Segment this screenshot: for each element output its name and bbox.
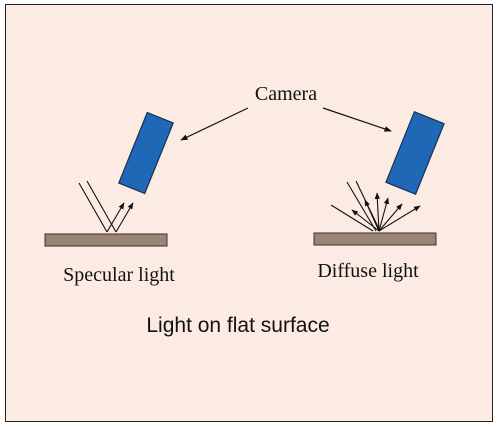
camera-pointer-left-arrow [180, 107, 249, 141]
specular-surface [44, 233, 168, 247]
diffuse-light-label: Diffuse light [317, 260, 419, 282]
diffuse-surface [313, 232, 437, 246]
specular-light-label: Specular light [63, 264, 175, 286]
diagram-caption: Light on flat surface [146, 314, 329, 337]
specular-rays [78, 180, 134, 233]
camera-pointer-right-arrow [322, 107, 392, 132]
camera-left-icon [118, 111, 174, 195]
camera-label: Camera [255, 83, 317, 105]
diagram-frame [5, 4, 493, 422]
camera-right-icon [385, 110, 445, 196]
diffuse-rays [330, 180, 421, 232]
